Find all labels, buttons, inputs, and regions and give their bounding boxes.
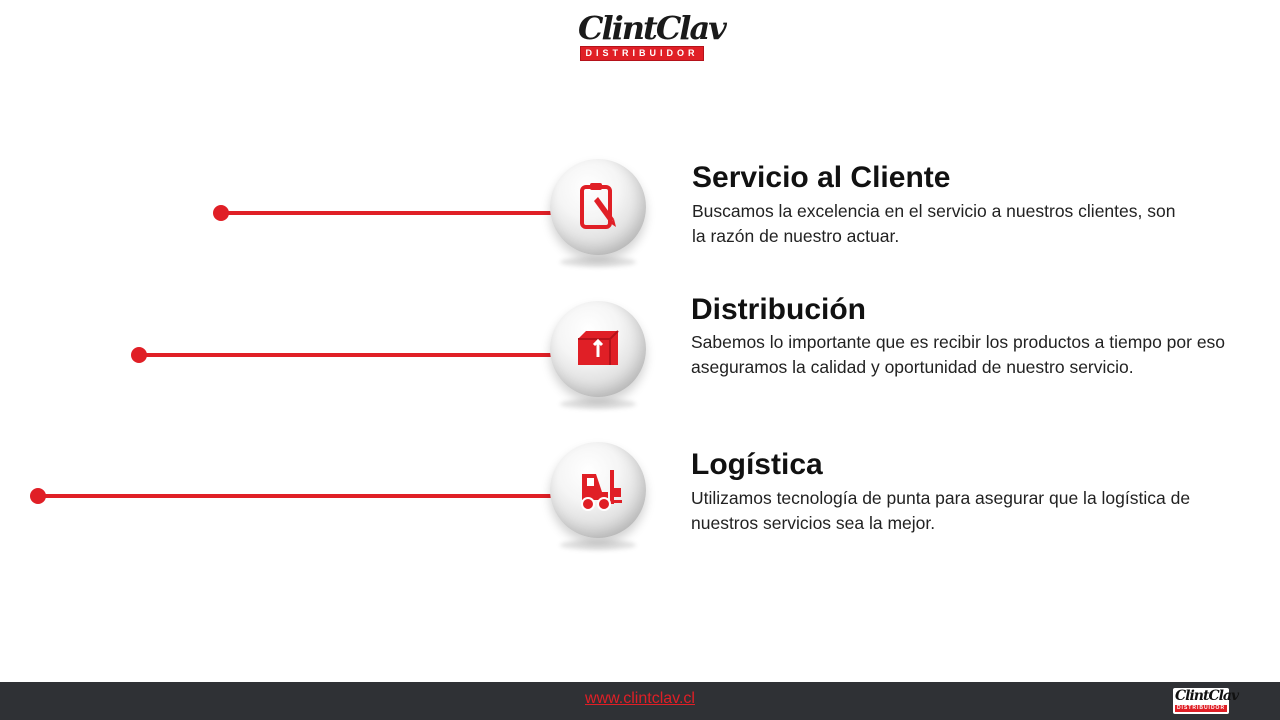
forklift-icon [581, 470, 622, 511]
feature-row-servicio: Servicio al Cliente Buscamos la excelenc… [0, 155, 1280, 275]
brand-logo: ClintClav DISTRIBUIDOR [578, 9, 727, 62]
feature-description: Buscamos la excelencia en el servicio a … [692, 201, 1176, 246]
icon-sphere [550, 301, 646, 397]
feature-description: Sabemos lo importante que es recibir los… [691, 332, 1226, 377]
timeline-line [37, 494, 560, 498]
feature-row-distribucion: Distribución Sabemos lo importante que e… [0, 293, 1280, 417]
timeline-line [220, 211, 560, 215]
footer-logo-wordmark: ClintClav [1175, 688, 1239, 704]
timeline-line [138, 353, 560, 357]
box-arrow-up-icon [578, 330, 619, 365]
feature-row-logistica: Logística Utilizamos tecnología de punta… [0, 438, 1280, 558]
feature-description: Utilizamos tecnología de punta para aseg… [691, 488, 1191, 533]
footer-bar: www.clintclav.cl ClintClav DISTRIBUIDOR [0, 682, 1280, 720]
brand-wordmark: ClintClav [578, 9, 727, 47]
clipboard-pen-icon [580, 183, 616, 229]
footer-logo-tagline: DISTRIBUIDOR [1175, 705, 1227, 712]
brand-tagline: DISTRIBUIDOR [580, 46, 704, 61]
icon-sphere [550, 159, 646, 255]
feature-title: Logística [691, 448, 823, 481]
feature-title: Distribución [691, 293, 867, 326]
icon-sphere [550, 442, 646, 538]
website-link[interactable]: www.clintclav.cl [585, 690, 695, 707]
feature-title: Servicio al Cliente [692, 161, 951, 194]
footer-logo: ClintClav DISTRIBUIDOR [1173, 688, 1239, 714]
